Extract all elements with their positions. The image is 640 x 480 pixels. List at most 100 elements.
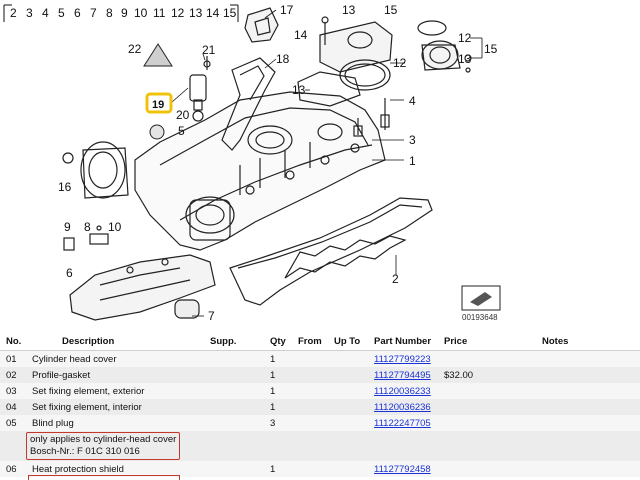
row-price	[438, 383, 506, 399]
seq-6: 6	[74, 6, 81, 20]
diagram-id: 00193648	[462, 313, 498, 322]
parts-table: No. Description Supp. Qty From Up To Par…	[0, 333, 640, 477]
cylinder-head-cover-drawing	[134, 91, 386, 251]
header-supp: Supp.	[204, 333, 264, 351]
callout-12a: 12	[393, 56, 407, 70]
row-notes	[506, 350, 640, 367]
row-up-to	[328, 399, 368, 415]
stud-4-drawing	[353, 98, 390, 137]
sensor-19-drawing	[189, 56, 211, 122]
row-qty: 1	[264, 461, 292, 477]
row-up-to	[328, 383, 368, 399]
seq-5: 5	[58, 6, 65, 20]
row-from	[292, 415, 328, 431]
table-note-row: only applies to cylinder-head cover Bosc…	[0, 431, 640, 461]
callout-9: 9	[64, 220, 71, 234]
row-up-to	[328, 461, 368, 477]
row-price	[438, 399, 506, 415]
row-description: Blind plug	[26, 415, 204, 431]
throttle-body-drawing	[62, 141, 129, 199]
clip-8-9-10	[63, 225, 109, 251]
callout-1: 1	[409, 154, 416, 168]
row-price: $32.00	[438, 367, 506, 383]
row-qty: 1	[264, 383, 292, 399]
header-price: Price	[438, 333, 506, 351]
vent-valve-assembly	[417, 20, 472, 73]
callout-labels: 1 2 3 4 5 6 7 8 9 10 12 12 13 13 13 14 1…	[58, 3, 498, 323]
header-up-to: Up To	[328, 333, 368, 351]
seq-8: 8	[106, 6, 113, 20]
callout-15a: 15	[384, 3, 398, 17]
row-no: 06	[0, 461, 26, 477]
row-no: 03	[0, 383, 26, 399]
parts-diagram: 2 3 4 5 6 7 8 9 10 11 12 13 14 15	[3, 3, 501, 323]
row-up-to	[328, 350, 368, 367]
seq-13: 13	[189, 6, 203, 20]
callout-4: 4	[409, 94, 416, 108]
part-number-link[interactable]: 11127792458	[368, 461, 438, 477]
header-no: No.	[0, 333, 26, 351]
table-row: 03 Set fixing element, exterior 1 111200…	[0, 383, 640, 399]
table-row: 01 Cylinder head cover 1 11127799223	[0, 350, 640, 367]
part-number-link[interactable]: 11122247705	[368, 415, 438, 431]
row-notes	[506, 399, 640, 415]
warning-label-22	[143, 43, 173, 67]
row-qty: 1	[264, 399, 292, 415]
row-description: Profile-gasket	[26, 367, 204, 383]
row-from	[292, 350, 328, 367]
part-number-link[interactable]: 11120036233	[368, 383, 438, 399]
row-up-to	[328, 415, 368, 431]
seq-10: 10	[134, 6, 148, 20]
callout-3: 3	[409, 133, 416, 147]
seq-9: 9	[121, 6, 128, 20]
part-number-link[interactable]: 11127799223	[368, 350, 438, 367]
table-row: 06 Heat protection shield 1 11127792458	[0, 461, 640, 477]
profile-gasket-drawing	[229, 197, 433, 306]
note-line-1: only applies to cylinder-head cover	[30, 434, 177, 445]
diagram-id-badge: 00193648	[461, 285, 501, 322]
next-note-border	[28, 475, 180, 480]
leader-lines	[171, 9, 483, 317]
row-no: 05	[0, 415, 26, 431]
row-notes	[506, 367, 640, 383]
row-description: Cylinder head cover	[26, 350, 204, 367]
header-from: From	[292, 333, 328, 351]
header-description: Description	[26, 333, 204, 351]
oil-filler-assembly	[297, 16, 393, 107]
seq-3: 3	[26, 6, 33, 20]
row-supp	[204, 367, 264, 383]
callout-14: 14	[294, 28, 308, 42]
row-no: 01	[0, 350, 26, 367]
callout-19-highlight	[145, 92, 173, 114]
row-notes	[506, 383, 640, 399]
table-row: 05 Blind plug 3 11122247705	[0, 415, 640, 431]
row-qty: 1	[264, 350, 292, 367]
row-supp	[204, 415, 264, 431]
part-number-link[interactable]: 11120036236	[368, 399, 438, 415]
row-description: Set fixing element, interior	[26, 399, 204, 415]
seq-7: 7	[90, 6, 97, 20]
part-number-link[interactable]: 11127794495	[368, 367, 438, 383]
row-description: Set fixing element, exterior	[26, 383, 204, 399]
callout-15b: 15	[484, 42, 498, 56]
callout-6: 6	[66, 266, 73, 280]
seq-14: 14	[206, 6, 220, 20]
row-no: 04	[0, 399, 26, 415]
callout-8: 8	[84, 220, 91, 234]
row-from	[292, 399, 328, 415]
row-up-to	[328, 367, 368, 383]
row-from	[292, 461, 328, 477]
callout-16: 16	[58, 180, 72, 194]
row-notes	[506, 415, 640, 431]
seq-15: 15	[223, 6, 237, 20]
blind-plug-5	[149, 124, 165, 140]
seq-12: 12	[171, 6, 185, 20]
callout-21: 21	[202, 43, 216, 57]
bolt-7	[174, 299, 200, 319]
row-price	[438, 415, 506, 431]
note-box: only applies to cylinder-head cover Bosc…	[26, 432, 180, 460]
seq-4: 4	[42, 6, 49, 20]
row-from	[292, 367, 328, 383]
row-qty: 1	[264, 367, 292, 383]
top-callout-sequence: 2 3 4 5 6 7 8 9 10 11 12 13 14 15	[3, 4, 239, 22]
